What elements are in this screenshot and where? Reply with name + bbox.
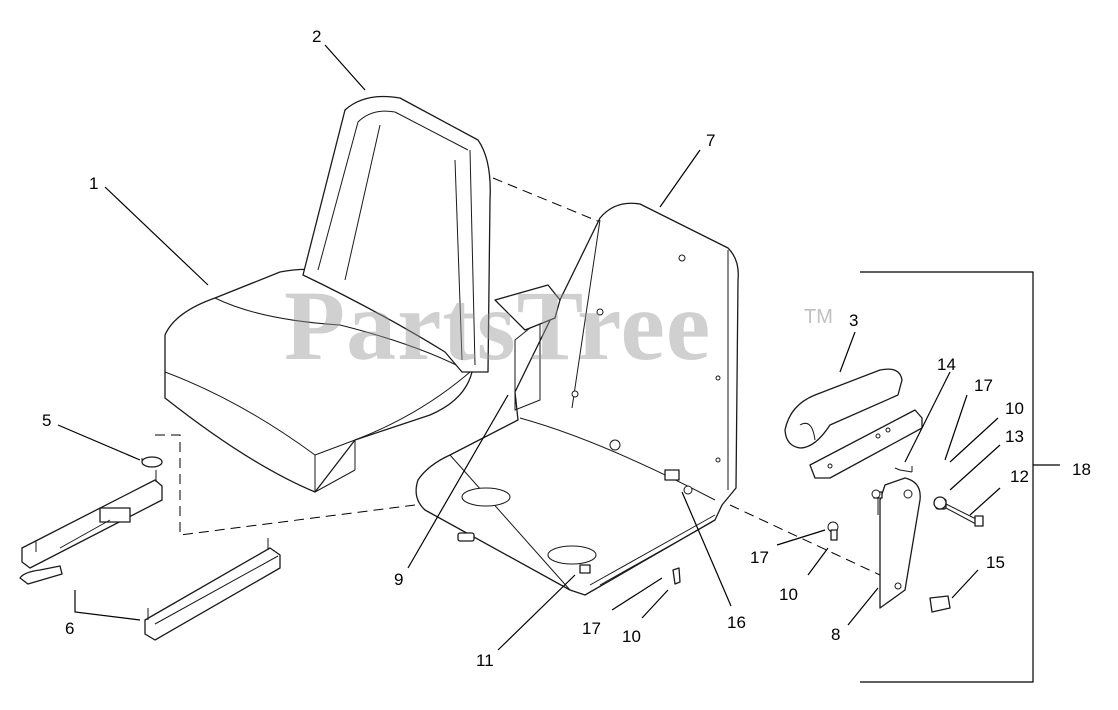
callout-6: 6: [65, 619, 74, 638]
callout-labels: 1 2 3 5 6 7 8 9 10 10 10 11 12 13 14 15 …: [42, 27, 1091, 670]
trademark-symbol: TM: [804, 306, 833, 328]
callout-17-a: 17: [974, 376, 993, 395]
callout-12: 12: [1010, 467, 1029, 486]
seat-slide-rail-left: [19, 470, 163, 585]
callout-17-b: 17: [750, 548, 769, 567]
seat-frame: [415, 202, 739, 596]
callout-18: 18: [1072, 460, 1091, 479]
callout-10-b: 10: [779, 585, 798, 604]
callout-10-c: 10: [622, 627, 641, 646]
alignment-line: [729, 504, 881, 576]
callout-8: 8: [831, 625, 840, 644]
callout-10-a: 10: [1005, 399, 1024, 418]
callout-16: 16: [727, 613, 746, 632]
callout-17-c: 17: [582, 619, 601, 638]
leader-lines: [57, 44, 1001, 651]
callout-7: 7: [706, 131, 715, 150]
armrest-pad: [784, 368, 903, 449]
callout-9: 9: [394, 570, 403, 589]
armrest-support: [879, 477, 921, 609]
callout-3: 3: [849, 311, 858, 330]
alignment-line: [155, 434, 416, 536]
watermark-logo: PartsTree: [284, 270, 712, 381]
seat-slide-rail-right: [144, 538, 281, 641]
assembly-bracket: [860, 271, 1060, 683]
callout-13: 13: [1005, 427, 1024, 446]
callout-15: 15: [986, 553, 1005, 572]
callout-14: 14: [937, 355, 956, 374]
hardware: [672, 466, 984, 613]
seat-back: [302, 95, 491, 373]
callout-1: 1: [89, 174, 98, 193]
callout-11: 11: [476, 651, 494, 670]
bumper-pad: [141, 456, 163, 468]
callout-5: 5: [42, 411, 51, 430]
callout-2: 2: [312, 27, 321, 46]
